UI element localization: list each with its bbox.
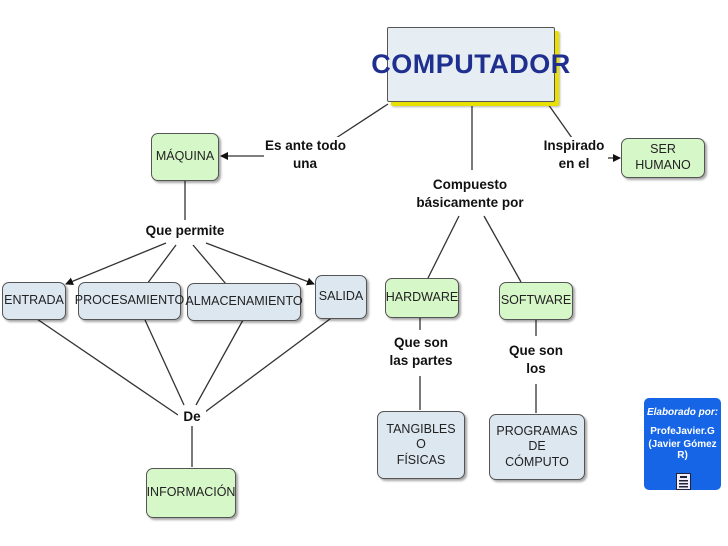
node-label: MÁQUINA bbox=[155, 149, 215, 164]
node-tangibles-fisicas: TANGIBLES O FÍSICAS bbox=[377, 411, 465, 479]
node-label-line-2: CÓMPUTO bbox=[505, 454, 569, 469]
node-procesamiento: PROCESAMIENTO bbox=[75, 282, 184, 320]
link-label-de: De bbox=[178, 408, 206, 427]
link-label-es-ante-todo: Es ante todo una bbox=[265, 137, 347, 174]
credit-fullname: (Javier Gómez R) bbox=[648, 439, 717, 461]
link-label-que-permite: Que permite bbox=[139, 222, 231, 241]
map-thumbnail-icon bbox=[676, 473, 691, 490]
link-line-2: en el bbox=[558, 156, 590, 172]
node-label-line-1: PROGRAMAS DE bbox=[496, 423, 578, 454]
link-line-2: las partes bbox=[389, 353, 453, 369]
link-line-2: una bbox=[292, 156, 317, 172]
node-label: SALIDA bbox=[318, 289, 364, 304]
link-line-1: Que son bbox=[393, 335, 448, 350]
node-label: SOFTWARE bbox=[500, 293, 572, 308]
link-label-inspirado: Inspirado en el bbox=[540, 137, 608, 174]
link-line-1: Compuesto bbox=[432, 177, 508, 192]
node-label: HARDWARE bbox=[385, 290, 459, 305]
node-salida: SALIDA bbox=[315, 275, 367, 319]
link-label-compuesto: Compuesto básicamente por bbox=[405, 176, 535, 213]
link-line-1: Que permite bbox=[145, 223, 225, 238]
node-label-line-2: FÍSICAS bbox=[396, 452, 446, 467]
link-line-2: los bbox=[526, 361, 546, 377]
credit-name: ProfeJavier.G bbox=[650, 426, 715, 437]
link-line-1: Que son bbox=[508, 343, 563, 358]
map-thumbnail-icon-graphic bbox=[679, 476, 688, 488]
node-almacenamiento: ALMACENAMIENTO bbox=[185, 283, 303, 321]
link-label-que-son-partes: Que son las partes bbox=[388, 334, 454, 371]
link-label-que-son-los: Que son los bbox=[506, 342, 566, 379]
node-informacion: INFORMACIÓN bbox=[146, 468, 236, 518]
link-line-2: básicamente por bbox=[416, 195, 524, 211]
node-entrada: ENTRADA bbox=[2, 282, 66, 320]
node-ser-humano: SER HUMANO bbox=[621, 138, 705, 178]
credit-box: Elaborado por: ProfeJavier.G (Javier Góm… bbox=[644, 398, 721, 490]
node-label: ENTRADA bbox=[4, 293, 64, 308]
node-programas-computo: PROGRAMAS DE CÓMPUTO bbox=[489, 414, 585, 480]
node-label: PROCESAMIENTO bbox=[74, 293, 185, 308]
credit-label: Elaborado por: bbox=[646, 407, 719, 418]
node-label-line-1: TANGIBLES O bbox=[386, 421, 456, 452]
node-label: ALMACENAMIENTO bbox=[185, 294, 303, 309]
node-hardware: HARDWARE bbox=[385, 278, 459, 318]
title-node-computador: COMPUTADOR bbox=[371, 27, 570, 102]
title-text: COMPUTADOR bbox=[371, 48, 571, 79]
node-label: INFORMACIÓN bbox=[146, 485, 236, 500]
link-line-1: Es ante todo bbox=[265, 138, 347, 153]
node-label: SER HUMANO bbox=[635, 142, 691, 172]
node-maquina: MÁQUINA bbox=[151, 133, 219, 181]
node-software: SOFTWARE bbox=[499, 282, 573, 320]
link-line-1: De bbox=[183, 409, 201, 424]
link-line-1: Inspirado bbox=[543, 138, 605, 153]
